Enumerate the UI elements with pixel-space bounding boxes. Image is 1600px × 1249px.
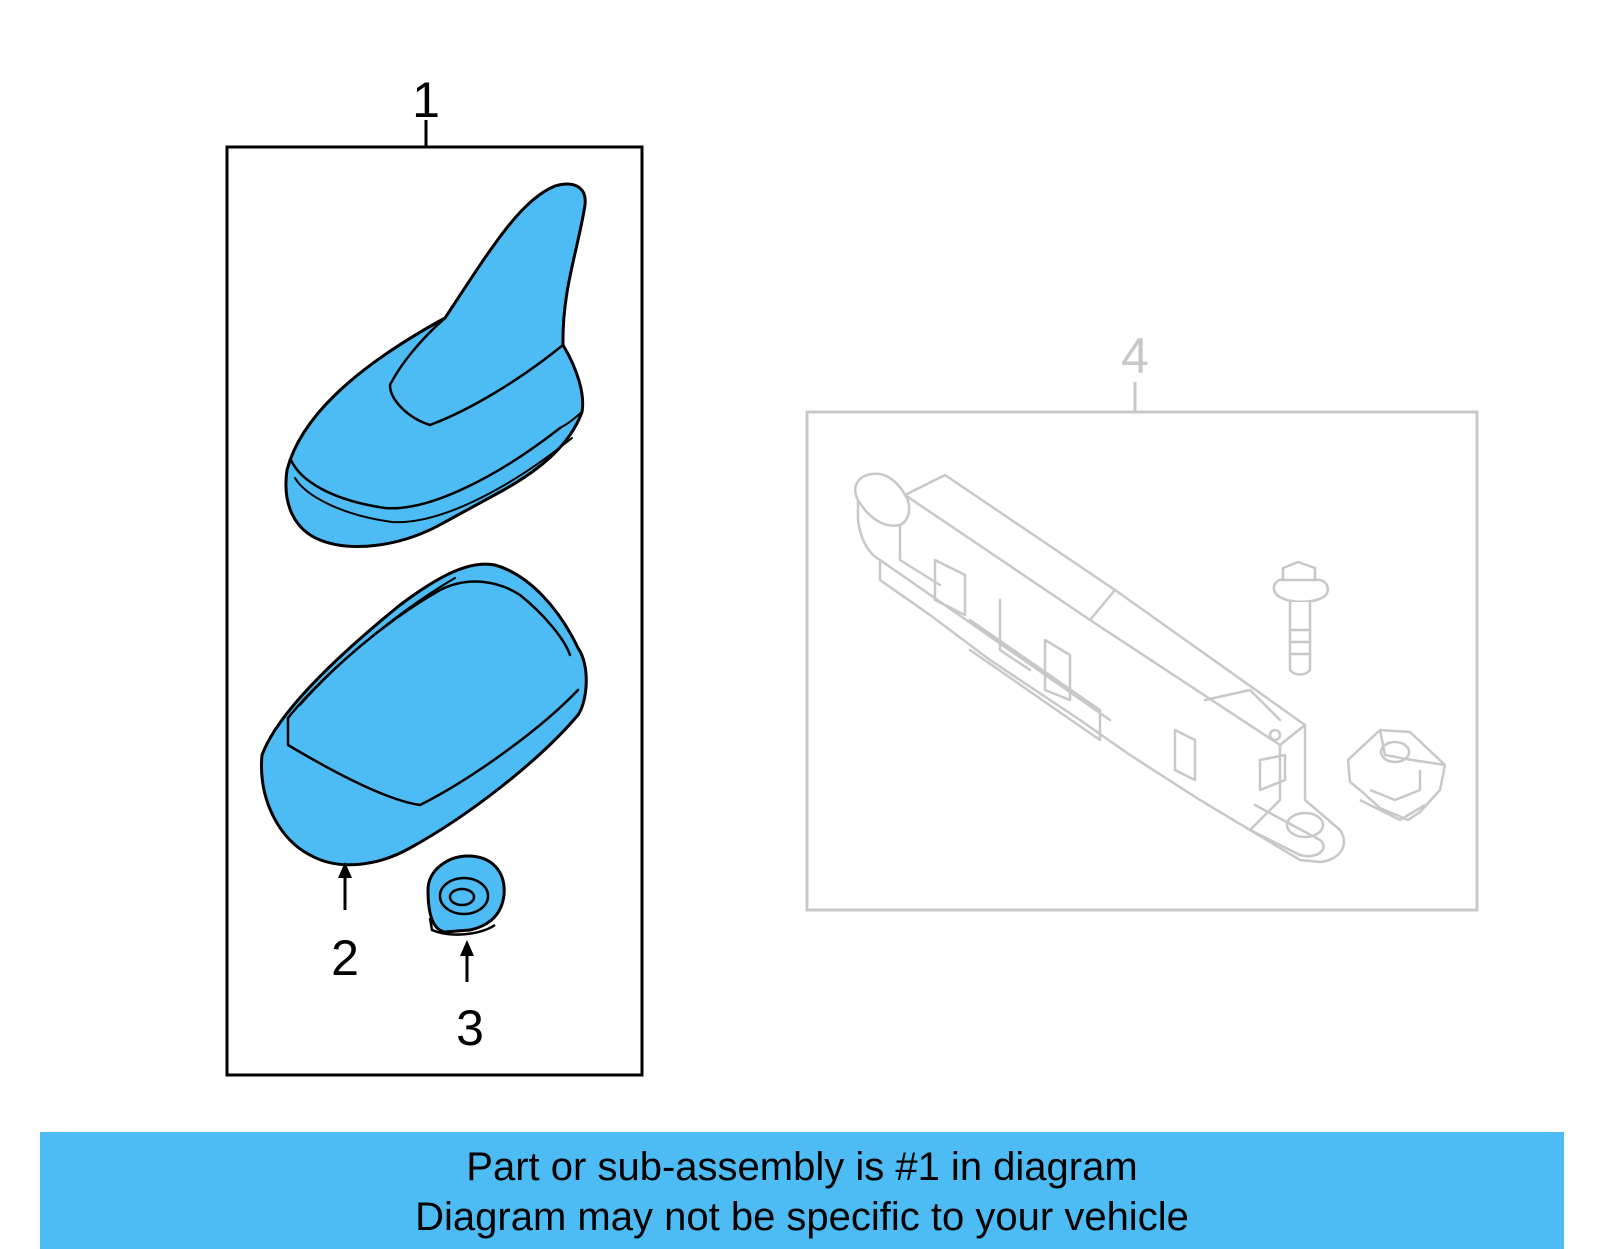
assembly-4-frame xyxy=(805,410,1479,912)
assembly-1-group: 1 2 3 xyxy=(225,72,644,1077)
banner-line-2: Diagram may not be specific to your vehi… xyxy=(415,1194,1189,1239)
callout-3-arrowhead xyxy=(460,940,474,956)
callout-4-label: 4 xyxy=(1121,328,1149,384)
antenna-amplifier-module-icon xyxy=(854,472,1346,864)
antenna-base-pad-icon xyxy=(260,562,588,867)
banner-line-1: Part or sub-assembly is #1 in diagram xyxy=(466,1144,1138,1189)
bolt-icon xyxy=(1272,560,1330,676)
callout-2-label: 2 xyxy=(331,930,359,986)
callout-3-label: 3 xyxy=(456,1000,484,1056)
info-banner: Part or sub-assembly is #1 in diagram Di… xyxy=(40,1132,1564,1249)
assembly-1-frame xyxy=(225,145,644,1077)
callout-2-arrowhead xyxy=(338,862,352,878)
grommet-nut-icon xyxy=(426,854,506,936)
callout-1-label: 1 xyxy=(412,72,440,128)
shark-fin-antenna-cover-icon xyxy=(284,182,587,548)
assembly-4-group: 4 xyxy=(805,328,1479,912)
clip-nut-icon xyxy=(1346,728,1447,822)
